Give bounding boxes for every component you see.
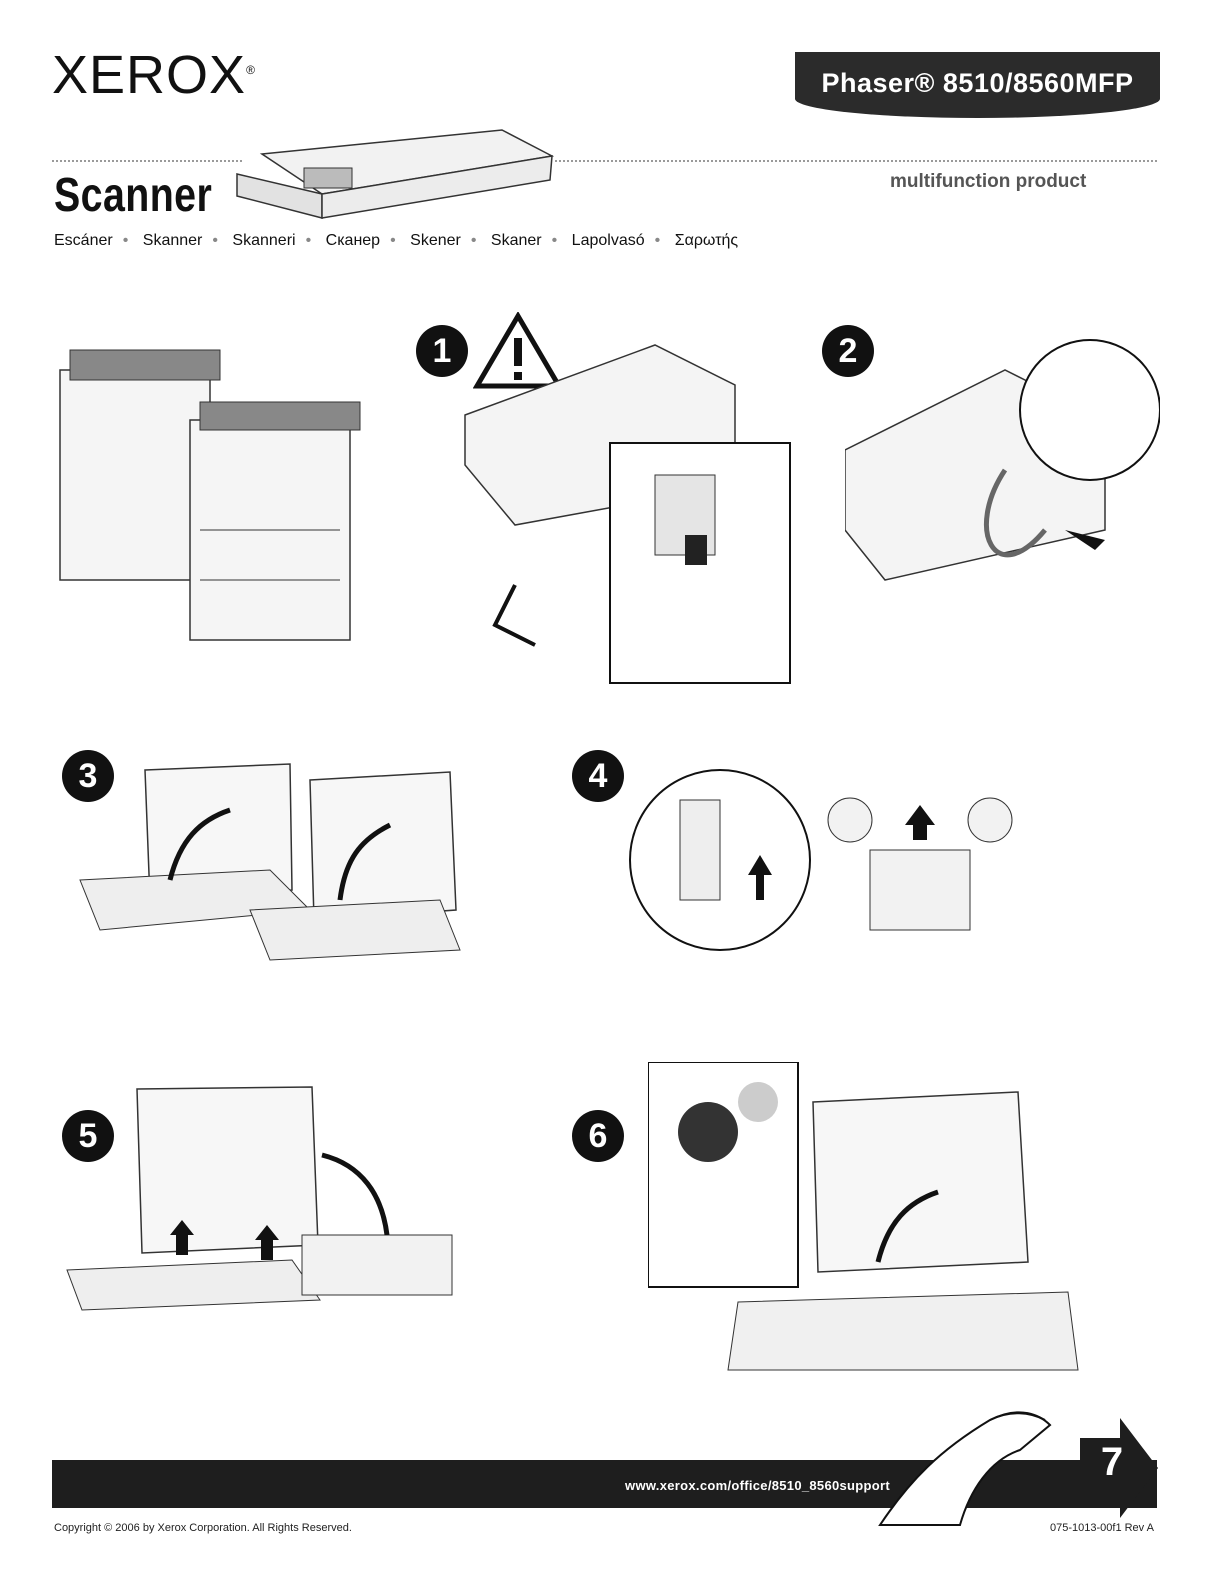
translation-da: Skanner <box>143 232 203 249</box>
scanner-illustration <box>232 124 554 220</box>
model-name: Phaser® 8510/8560MFP <box>795 68 1160 99</box>
translation-fi: Skanneri <box>232 232 295 249</box>
xerox-logo: XEROX® <box>52 48 256 102</box>
page-turn-hand-illustration <box>870 1390 1080 1530</box>
step-6-badge: 6 <box>572 1110 624 1162</box>
divider-right <box>555 160 1157 162</box>
step-3-illustration <box>70 760 470 1022</box>
translation-ru: Сканер <box>326 232 380 249</box>
step-4-badge: 4 <box>572 750 624 802</box>
copyright: Copyright © 2006 by Xerox Corporation. A… <box>54 1522 352 1534</box>
printers-illustration <box>50 330 370 670</box>
step-4-illustration <box>620 760 1090 986</box>
translation-pl: Skaner <box>491 232 542 249</box>
translations-line: Escáner• Skanner• Skanneri• Сканер• Sken… <box>54 232 738 250</box>
document-number: 075-1013-00f1 Rev A <box>1050 1522 1154 1534</box>
support-url[interactable]: www.xerox.com/office/8510_8560support <box>560 1478 890 1493</box>
step-1-illustration <box>455 325 795 685</box>
next-page-number: 7 <box>1092 1440 1132 1485</box>
arrow-up-icon <box>905 805 935 840</box>
translation-el: Σαρωτής <box>675 232 738 249</box>
divider-left <box>52 160 242 162</box>
translation-cs: Skener <box>410 232 461 249</box>
step-5-illustration <box>62 1085 462 1340</box>
step-2-illustration <box>845 330 1160 630</box>
page-title: Scanner <box>54 168 212 223</box>
translation-hu: Lapolvasó <box>572 232 645 249</box>
product-subtitle: multifunction product <box>890 171 1086 193</box>
step-6-illustration <box>648 1062 1158 1372</box>
translation-es: Escáner <box>54 232 113 249</box>
